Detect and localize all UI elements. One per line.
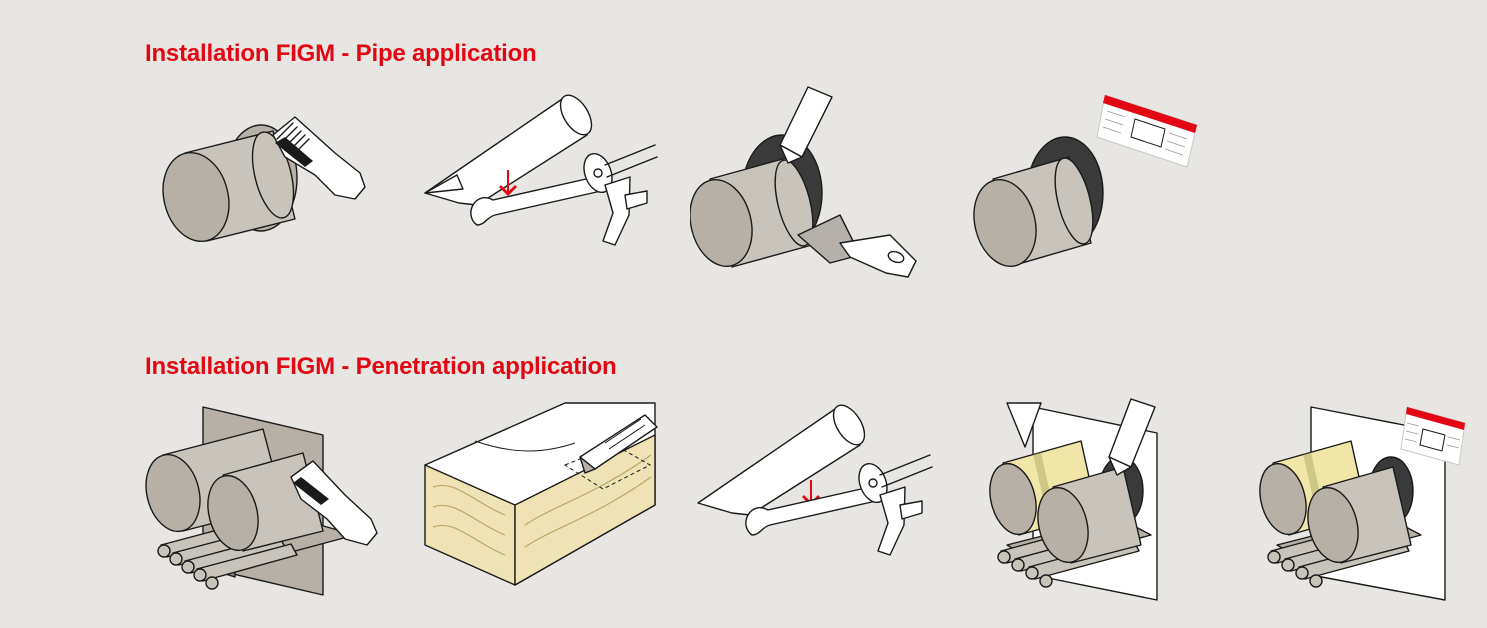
pipe-lower — [1307, 466, 1412, 564]
penetration-brush-illustration — [145, 406, 378, 596]
pipe-far-end — [1054, 157, 1094, 245]
pipe-far-end — [774, 159, 814, 247]
sealant-cartridge-icon — [697, 404, 866, 516]
penetration-sealant-illustration — [989, 398, 1158, 601]
mineral-wool-board-illustration — [424, 402, 658, 586]
penetration-step-5-attach-label — [1255, 395, 1487, 610]
scraper-spatula-icon — [797, 214, 917, 278]
pipe-lower — [1037, 466, 1142, 564]
finished-penetration-illustration — [1259, 406, 1466, 601]
board-corner — [1006, 402, 1042, 448]
caulking-gun-icon — [745, 454, 933, 556]
identification-label-icon — [1400, 406, 1466, 466]
pipe-brush-illustration — [162, 116, 366, 243]
pipe-step-2-load-cartridge — [415, 85, 675, 300]
penetration-application-title: Installation FIGM - Penetration applicat… — [145, 353, 617, 380]
wire-brush-icon — [290, 460, 378, 546]
sealant-cartridge-icon — [424, 94, 593, 206]
pipe-step-4-attach-label — [965, 95, 1225, 310]
wire-brush-icon — [272, 116, 366, 200]
sealant-nozzle-icon — [1108, 398, 1156, 476]
apply-sealant-illustration — [690, 86, 917, 278]
sealant-nozzle-icon — [779, 86, 833, 164]
penetration-step-4-apply-sealant — [985, 395, 1245, 610]
finished-seal-illustration — [973, 95, 1198, 268]
identification-label-icon — [1096, 95, 1198, 168]
pipe-step-3-apply-sealant — [690, 85, 950, 300]
pipe-end-face — [690, 178, 753, 268]
caulking-gun-icon — [470, 144, 658, 246]
pipe-end-face — [162, 151, 230, 243]
penetration-step-3-load-cartridge — [690, 395, 950, 610]
penetration-step-1-brush-cleaning — [145, 395, 405, 610]
insert-arrow-icon — [499, 170, 517, 196]
board-curve-line — [474, 440, 576, 452]
pipe-step-1-brush-cleaning — [145, 95, 405, 310]
caulking-gun-illustration — [697, 404, 933, 556]
caulking-gun-illustration — [424, 94, 658, 246]
penetration-step-2-cut-board — [415, 395, 675, 610]
utility-knife-icon — [579, 414, 658, 474]
pipe-application-title: Installation FIGM - Pipe application — [145, 40, 537, 67]
pipe-end-face — [973, 178, 1037, 268]
